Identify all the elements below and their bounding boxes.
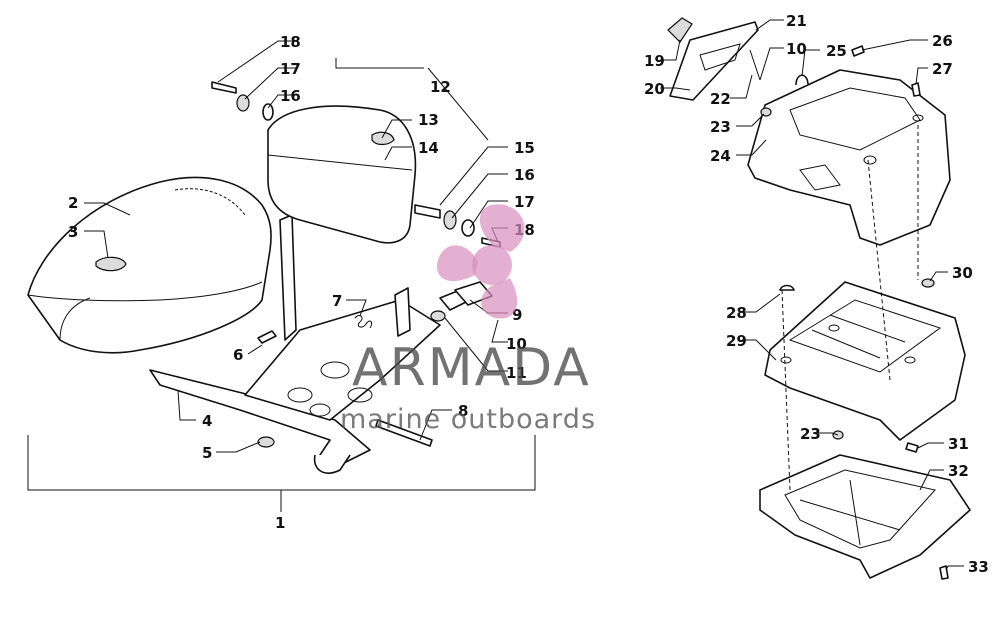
callout-23-lower: 23	[800, 425, 821, 443]
callout-8: 8	[458, 402, 468, 420]
callout-31: 31	[948, 435, 969, 453]
callout-10-right: 10	[786, 40, 807, 58]
watermark-tagline: marine outboards	[340, 404, 596, 435]
seat-cushion	[27, 176, 272, 354]
callout-14: 14	[418, 139, 439, 157]
callout-22: 22	[710, 90, 731, 108]
callout-6: 6	[233, 346, 243, 364]
callout-2: 2	[68, 194, 78, 212]
callout-16-left: 16	[280, 87, 301, 105]
leader-lines	[84, 19, 964, 571]
license-plate-bracket	[667, 17, 761, 101]
backrest	[267, 105, 441, 244]
callout-20: 20	[644, 80, 665, 98]
callout-23: 23	[710, 118, 731, 136]
callout-numbers: 1 2 3 4 5 6 7 8 9 10 11 12 13 14 15 16 1…	[68, 12, 989, 576]
callout-9: 9	[512, 306, 522, 324]
spring-7	[354, 315, 373, 329]
callout-17: 17	[514, 193, 535, 211]
callout-15: 15	[514, 139, 535, 157]
callout-17-left: 17	[280, 60, 301, 78]
callout-26: 26	[932, 32, 953, 50]
watermark-brand: ARMADA	[352, 338, 591, 398]
callout-1: 1	[275, 514, 285, 532]
callout-12: 12	[430, 78, 451, 96]
storage-tray	[759, 454, 971, 579]
callout-30: 30	[952, 264, 973, 282]
callout-21: 21	[786, 12, 807, 30]
callout-24: 24	[710, 147, 731, 165]
callout-25: 25	[826, 42, 847, 60]
callout-5: 5	[202, 444, 212, 462]
callout-4: 4	[202, 412, 212, 430]
callout-32: 32	[948, 462, 969, 480]
luggage-rack	[764, 281, 966, 441]
bracket-bolt-6	[257, 330, 277, 344]
callout-18-left: 18	[280, 33, 301, 51]
callout-19: 19	[644, 52, 665, 70]
callout-11: 11	[506, 364, 527, 382]
nut-5	[257, 436, 275, 448]
callout-27: 27	[932, 60, 953, 78]
callout-16: 16	[514, 166, 535, 184]
armada-logo-watermark	[436, 204, 525, 319]
small-hardware-right	[760, 45, 949, 580]
callout-33: 33	[968, 558, 989, 576]
callout-29: 29	[726, 332, 747, 350]
callout-7: 7	[332, 292, 342, 310]
callout-28: 28	[726, 304, 747, 322]
callout-10: 10	[506, 335, 527, 353]
storage-box	[747, 69, 951, 246]
seat-frame	[149, 214, 441, 474]
callout-13: 13	[418, 111, 439, 129]
callout-3: 3	[68, 223, 78, 241]
